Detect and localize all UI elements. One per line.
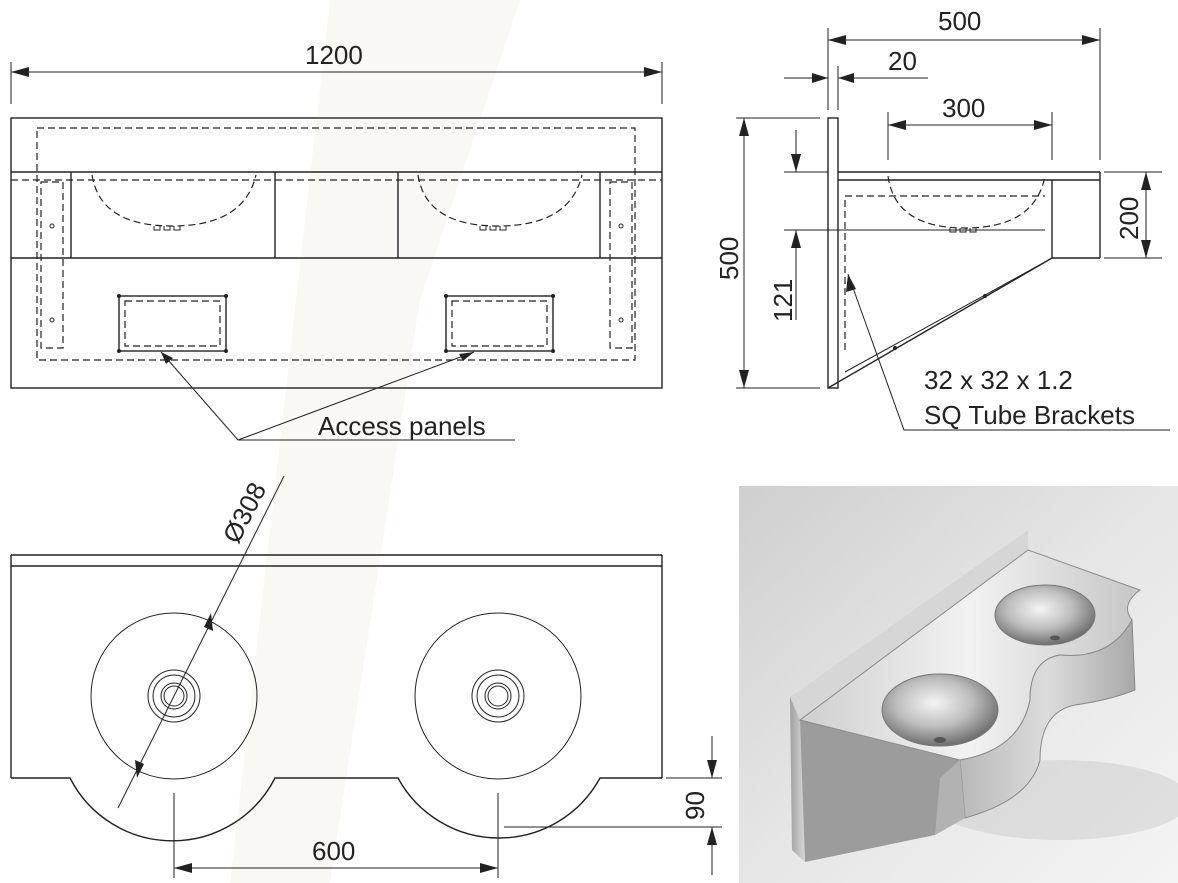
bowl-front xyxy=(881,673,999,747)
watermark-swoosh xyxy=(230,0,520,883)
product-render xyxy=(739,486,1178,883)
dim-wall-thickness: 20 xyxy=(888,46,917,76)
side-view: 500 20 300 500 121 200 xyxy=(714,6,1170,431)
dim-overall-width: 1200 xyxy=(305,40,363,70)
dim-height: 500 xyxy=(714,237,744,280)
access-panel-left xyxy=(117,294,228,353)
bracket-spec-line2: SQ Tube Brackets xyxy=(924,400,1135,430)
access-panels-label: Access panels xyxy=(318,411,486,441)
bracket-spec-line1: 32 x 32 x 1.2 xyxy=(924,365,1073,395)
dim-bowl-width: 300 xyxy=(942,93,985,123)
dim-bowl-diameter: Ø308 xyxy=(217,477,273,547)
access-panel-right xyxy=(444,294,555,353)
front-view: Access panels 1200 xyxy=(10,40,663,441)
dim-front-projection: 90 xyxy=(680,791,710,820)
bowl-back xyxy=(994,584,1096,646)
dim-depth: 500 xyxy=(938,6,981,36)
dim-bracket-offset: 121 xyxy=(768,279,798,322)
dim-rim-height: 200 xyxy=(1114,197,1144,240)
dim-bowl-spacing: 600 xyxy=(312,836,355,866)
